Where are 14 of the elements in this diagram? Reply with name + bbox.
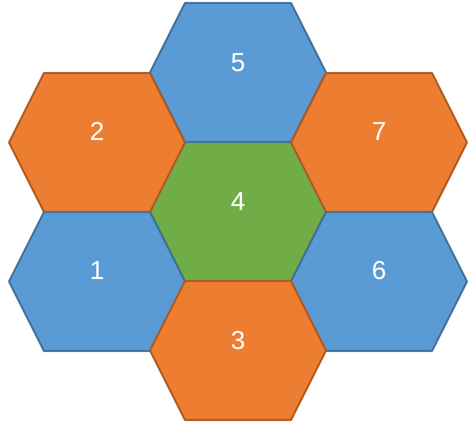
hexagon-tile — [291, 72, 467, 212]
tile-number: 6 — [372, 257, 386, 283]
tile-number: 5 — [230, 48, 246, 74]
tile-number: 2 — [90, 118, 104, 144]
hexagon-tile — [150, 281, 326, 420]
tile-number: 4 — [230, 188, 246, 214]
tile-number: 1 — [90, 257, 104, 283]
hexagon-tile — [9, 72, 185, 212]
hexagon-tile — [150, 3, 326, 142]
tile-number: 7 — [372, 118, 386, 144]
hexagon-tile — [150, 142, 326, 281]
hexagon-tile — [291, 212, 467, 350]
tile-number: 3 — [230, 326, 246, 352]
hexagon-tile — [9, 212, 185, 350]
